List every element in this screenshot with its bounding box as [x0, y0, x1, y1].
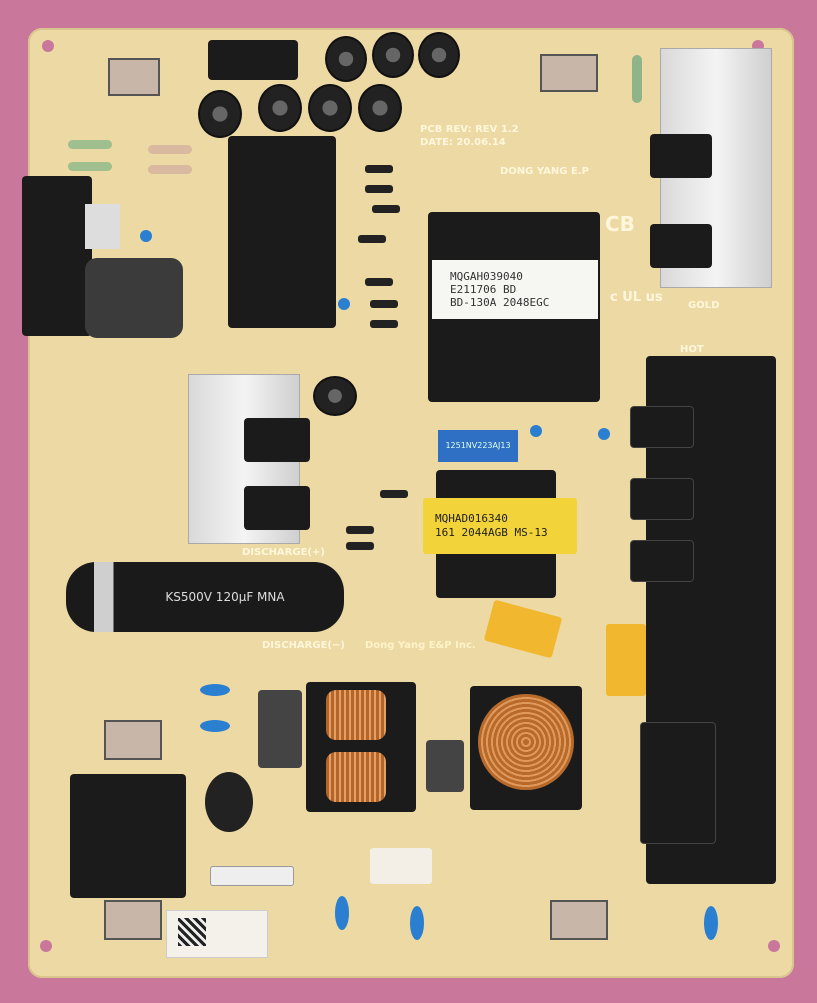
toroid-choke: [478, 694, 574, 790]
side-connector: [22, 176, 92, 336]
discharge-plus-text: DISCHARGE(+): [242, 547, 325, 558]
diode: [358, 235, 386, 243]
ceramic-capacitor: [338, 298, 350, 310]
terminal: [104, 900, 162, 940]
ceramic-capacitor: [704, 906, 718, 940]
qr-code: [178, 918, 206, 946]
diode: [380, 490, 408, 498]
diode: [365, 278, 393, 286]
diode: [346, 542, 374, 550]
pcb-date-text: DATE: 20.06.14: [420, 137, 506, 148]
capacitor: [258, 84, 302, 132]
relay: 1251NV223AJ13: [438, 430, 518, 462]
capacitor: [358, 84, 402, 132]
diode: [346, 526, 374, 534]
maker-footer-text: Dong Yang E&P Inc.: [365, 640, 476, 651]
transistor: [650, 224, 712, 268]
label-line: 161 2044AGB MS-13: [435, 526, 548, 539]
x-capacitor: [606, 624, 646, 696]
aux-transformer-label: MQHAD016340 161 2044AGB MS-13: [423, 498, 577, 554]
cb-mark: CB: [605, 212, 635, 236]
ceramic-capacitor: [200, 720, 230, 732]
bridge-rectifier: [640, 722, 716, 844]
label-line: MQGAH039040: [450, 270, 523, 283]
fuse-block: [85, 204, 120, 249]
capacitor: [198, 90, 242, 138]
diode: [365, 165, 393, 173]
ceramic-capacitor: [598, 428, 610, 440]
transistor: [630, 478, 694, 520]
capacitor: [418, 32, 460, 78]
capacitor: [325, 36, 367, 82]
label-line: E211706 BD: [450, 283, 517, 296]
varistor: [205, 772, 253, 832]
ceramic-capacitor: [530, 425, 542, 437]
transistor: [244, 486, 310, 530]
fuse: [370, 848, 432, 884]
transistor: [650, 134, 712, 178]
capacitor: [313, 376, 357, 416]
bulk-capacitor: KS500V 120μF MNA: [66, 562, 344, 632]
label-line: BD-130A 2048EGC: [450, 296, 550, 309]
hot-mark: HOT: [680, 344, 704, 355]
transistor: [244, 418, 310, 462]
ul-mark: c UL us: [610, 290, 663, 305]
terminal: [540, 54, 598, 92]
terminal: [550, 900, 608, 940]
gold-mark: GOLD: [688, 300, 720, 311]
resistor: [148, 145, 192, 154]
ceramic-capacitor: [200, 684, 230, 696]
transistor: [630, 540, 694, 582]
pfc-inductor: [228, 136, 336, 328]
ac-inlet: [70, 774, 186, 898]
inductor: [258, 690, 302, 768]
brand-text: DONG YANG E.P: [500, 166, 589, 177]
discharge-minus-text: DISCHARGE(−): [262, 640, 345, 651]
glass-fuse: [210, 866, 294, 886]
resistor: [68, 140, 112, 149]
capacitor: [372, 32, 414, 78]
output-connector: [208, 40, 298, 80]
diode: [370, 300, 398, 308]
ceramic-capacitor: [410, 906, 424, 940]
copper-winding: [326, 690, 386, 740]
diode: [370, 320, 398, 328]
resistor: [68, 162, 112, 171]
mounting-hole: [40, 940, 52, 952]
ceramic-capacitor: [335, 896, 349, 930]
main-transformer-label: MQGAH039040 E211706 BD BD-130A 2048EGC: [432, 260, 598, 319]
diode: [365, 185, 393, 193]
diode: [372, 205, 400, 213]
terminal: [108, 58, 160, 96]
resistor: [632, 55, 642, 103]
resistor: [148, 165, 192, 174]
ceramic-capacitor: [140, 230, 152, 242]
terminal: [104, 720, 162, 760]
mounting-hole: [768, 940, 780, 952]
copper-winding: [326, 752, 386, 802]
capacitor: [308, 84, 352, 132]
transistor: [630, 406, 694, 448]
pcb-rev-text: PCB REV: REV 1.2: [420, 124, 519, 135]
inductor: [85, 258, 183, 338]
mounting-hole: [42, 40, 54, 52]
label-line: MQHAD016340: [435, 512, 508, 525]
inductor: [426, 740, 464, 792]
